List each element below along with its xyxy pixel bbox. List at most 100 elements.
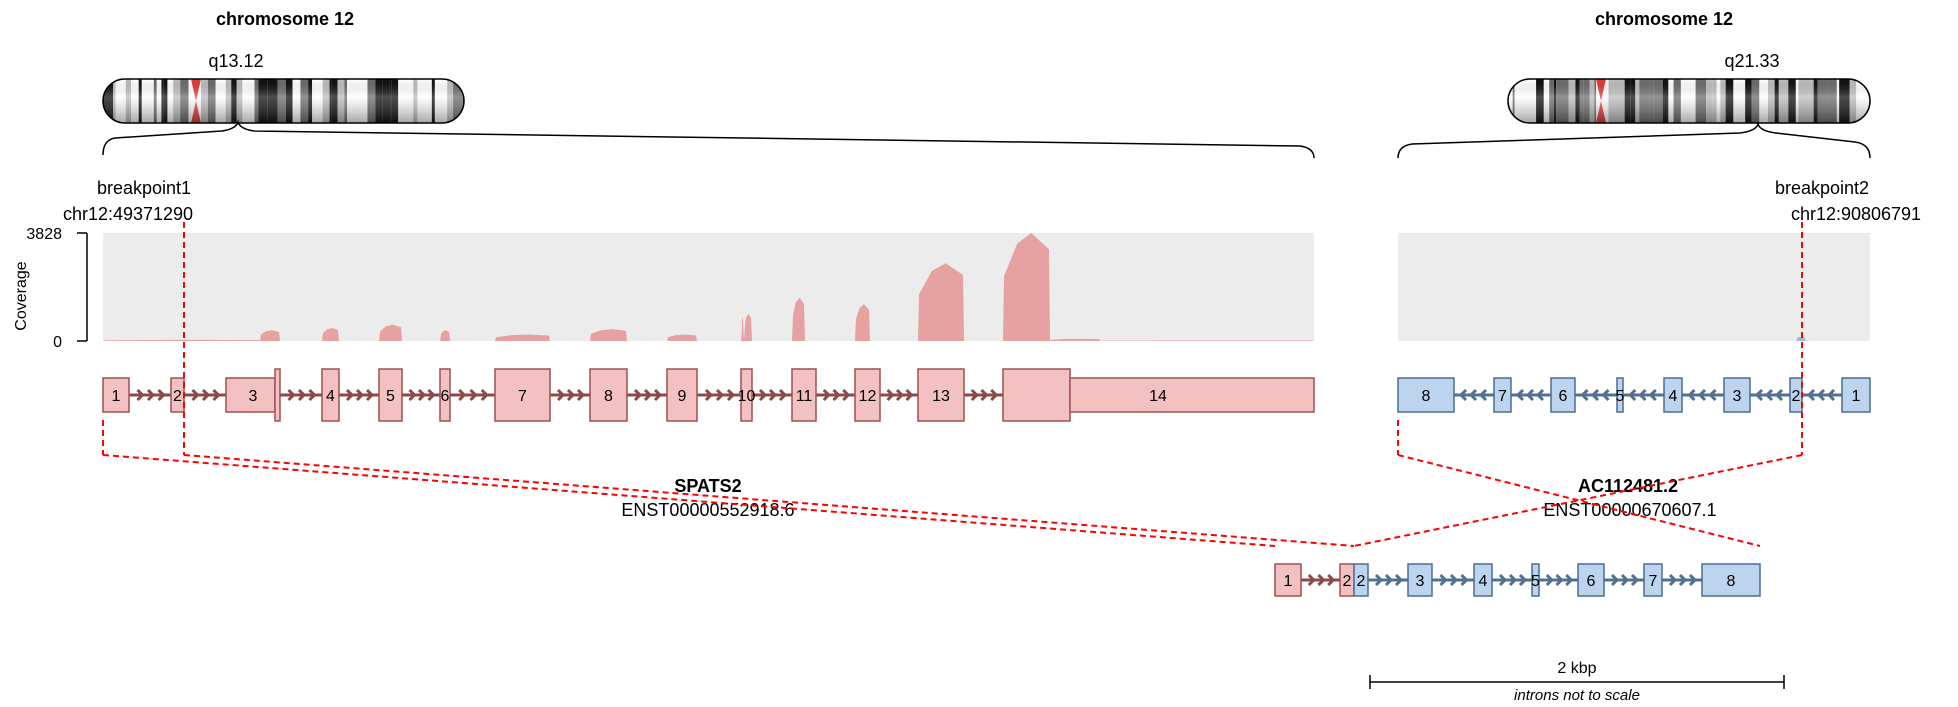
strand-chevron: [1374, 573, 1384, 587]
exon-label: 9: [678, 388, 687, 405]
exon-label: 4: [1479, 573, 1488, 590]
breakpoint1-name: breakpoint1: [97, 178, 191, 198]
strand-chevron: [345, 388, 355, 402]
exon-label: 7: [518, 388, 527, 405]
strand-chevron: [1439, 573, 1448, 587]
strand-chevron: [212, 388, 221, 402]
strand-chevron: [895, 388, 905, 402]
fusion-right-exon: [1701, 563, 1761, 597]
right-exon: [1841, 377, 1871, 413]
right-exon: [1723, 377, 1751, 413]
strand-chevron: [1816, 388, 1826, 402]
scale-bar-note: introns not to scale: [1514, 687, 1640, 704]
strand-chevron: [1327, 573, 1336, 587]
strand-chevron: [480, 388, 489, 402]
strand-chevron: [157, 388, 166, 402]
strand-chevron: [1468, 388, 1478, 402]
strand-chevron: [427, 388, 436, 402]
exon-label: 6: [1559, 388, 1568, 405]
strand-chevron: [1601, 388, 1610, 402]
exon-label: 8: [604, 388, 613, 405]
strand-chevron: [1317, 573, 1326, 587]
right-exon: [1550, 377, 1576, 413]
right-chromosome-ideogram: [1507, 78, 1871, 124]
left-coverage-background: [103, 233, 1314, 341]
strand-chevron: [1460, 573, 1469, 587]
coverage-axis-title: Coverage: [13, 261, 30, 330]
exon-label: 12: [859, 388, 877, 405]
breakpoint-guide-lines: [102, 222, 1803, 547]
strand-chevron: [201, 388, 211, 402]
left-transcript-id: ENST00000552918.6: [621, 500, 794, 520]
strand-chevron: [1449, 573, 1459, 587]
exon-3-cds: [274, 368, 281, 422]
strand-chevron: [1754, 388, 1764, 402]
strand-chevron: [556, 388, 566, 402]
strand-chevron: [758, 388, 768, 402]
left-exon: [917, 368, 965, 422]
left-exon: [321, 368, 340, 422]
strand-chevron: [1668, 573, 1678, 587]
strand-chevron: [417, 388, 427, 402]
exon-label: 8: [1422, 388, 1431, 405]
left-exon: [439, 368, 451, 422]
strand-chevron: [1394, 573, 1404, 587]
exon-label: 3: [249, 388, 258, 405]
breakpoint2-to-fusion: [1353, 454, 1803, 547]
left-exon: [494, 368, 551, 422]
strand-chevron: [726, 388, 736, 402]
strand-chevron: [842, 388, 851, 402]
strand-chevron: [1525, 388, 1535, 402]
chromosome-shading: [1508, 79, 1870, 123]
strand-chevron: [1764, 388, 1774, 402]
exon-label: 1: [1852, 388, 1861, 405]
right-exon: [1663, 377, 1683, 413]
chromosome-bands: [1508, 79, 1870, 123]
strand-chevron: [1708, 388, 1717, 402]
strand-chevron: [1678, 573, 1688, 587]
exon-label: 5: [1616, 388, 1625, 405]
strand-chevron: [1610, 573, 1620, 587]
strand-chevron: [1648, 388, 1657, 402]
coverage-max-label: 3828: [26, 226, 62, 243]
exon-label: 3: [1416, 573, 1425, 590]
fusion-right-exon: [1407, 563, 1433, 597]
chromosome-outline: [102, 78, 465, 124]
exon-label: 7: [1649, 573, 1658, 590]
strand-chevron: [715, 388, 725, 402]
strand-chevron: [1307, 573, 1316, 587]
coverage-min-label: 0: [53, 334, 62, 351]
exon-14-utr: [1069, 377, 1315, 413]
strand-chevron: [1515, 388, 1525, 402]
exon-label: 5: [386, 388, 395, 405]
right-exon: [1493, 377, 1512, 413]
exon-label: 11: [796, 388, 813, 405]
strand-chevron: [287, 388, 296, 402]
strand-chevron: [1590, 388, 1600, 402]
strand-chevron: [1774, 388, 1784, 402]
strand-chevron: [308, 388, 317, 402]
exon-label: 14: [1149, 388, 1167, 405]
exon-label: 6: [1587, 573, 1596, 590]
left-coverage-track: [103, 233, 1314, 341]
exon-label: 1: [112, 388, 121, 405]
left-chromosome-title: chromosome 12: [216, 9, 354, 29]
exon-label: 3: [1733, 388, 1742, 405]
strand-chevron: [1478, 388, 1488, 402]
strand-chevron: [1697, 388, 1707, 402]
left-start-to-fusion: [102, 454, 1276, 547]
exon-label: 2: [1357, 573, 1366, 590]
strand-chevron: [136, 388, 145, 402]
strand-chevron: [822, 388, 831, 402]
strand-chevron: [832, 388, 841, 402]
exon-label: 7: [1498, 388, 1507, 405]
right-start-to-fusion: [1397, 454, 1761, 547]
strand-chevron: [990, 388, 999, 402]
exon-label: 5: [1531, 573, 1540, 590]
strand-chevron: [576, 388, 586, 402]
strand-chevron: [1384, 573, 1394, 587]
left-exon: [589, 368, 628, 422]
strand-chevron: [1688, 573, 1698, 587]
strand-chevron: [1535, 388, 1545, 402]
